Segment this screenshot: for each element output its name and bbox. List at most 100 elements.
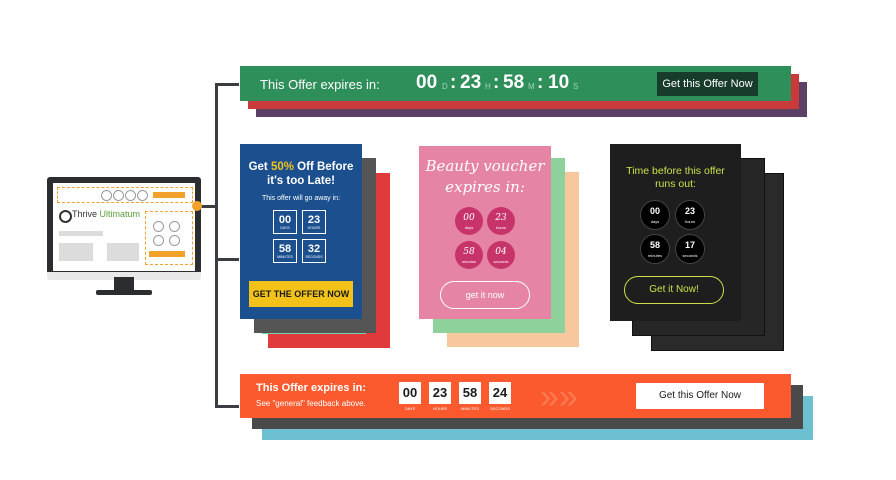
connector-dot bbox=[192, 201, 202, 211]
screen-circle bbox=[101, 190, 112, 201]
top-bar-get-offer-button[interactable]: Get this Offer Now bbox=[657, 72, 758, 96]
screen-circle bbox=[153, 221, 164, 232]
logo-part-thrive: Thrive bbox=[72, 209, 100, 219]
card3-get-it-now-button[interactable]: Get it Now! bbox=[624, 276, 724, 304]
monitor-stand bbox=[114, 277, 134, 291]
card2-title-line2: expires in: bbox=[445, 178, 525, 196]
clock-icon bbox=[59, 210, 72, 223]
bottom-countdown-bar: »» This Offer expires in: See "general" … bbox=[240, 374, 791, 418]
card2-seconds-circle: 04 seconds bbox=[487, 241, 515, 269]
card2-hours-value: 23 bbox=[495, 213, 507, 223]
card3-minutes-label: minutes bbox=[647, 253, 662, 258]
screen-placeholder bbox=[59, 231, 103, 236]
screen-circle bbox=[169, 235, 180, 246]
card3-minutes-value: 58 bbox=[649, 240, 660, 250]
card3-days-circle: 00 days bbox=[640, 200, 670, 230]
top-bar-unit-m: M bbox=[528, 82, 535, 91]
card3-minutes-circle: 58 minutes bbox=[640, 234, 670, 264]
screen-widget-button bbox=[149, 251, 185, 257]
card1-days-value: 00 bbox=[278, 214, 292, 226]
card2-days-circle: 00 days bbox=[455, 207, 483, 235]
bottom-bar-get-offer-button[interactable]: Get this Offer Now bbox=[636, 383, 764, 409]
top-bar-unit-s: S bbox=[573, 82, 579, 91]
connector-monitor bbox=[201, 205, 215, 208]
monitor-screen bbox=[53, 183, 195, 271]
card2-hours-circle: 23 hours bbox=[487, 207, 515, 235]
bottom-bar-hours-label: HOURS bbox=[432, 406, 448, 411]
card1-title-post: Off Before it's too Late! bbox=[267, 161, 354, 187]
card2-minutes-circle: 58 minutes bbox=[455, 241, 483, 269]
card2-days-label: days bbox=[464, 225, 474, 230]
card3-days-value: 00 bbox=[649, 206, 660, 216]
card1-subtitle: This offer will go away in: bbox=[261, 195, 341, 202]
bottom-bar-days: 00 bbox=[399, 382, 421, 404]
card2-minutes-value: 58 bbox=[463, 247, 475, 257]
bottom-bar-days-label: DAYS bbox=[404, 406, 416, 411]
top-bar-separator: : bbox=[537, 72, 544, 93]
card2-seconds-label: seconds bbox=[493, 259, 509, 264]
card3-seconds-circle: 17 seconds bbox=[675, 234, 705, 264]
top-bar-unit-h: H bbox=[485, 82, 491, 91]
card1-get-offer-button[interactable]: GET THE OFFER NOW bbox=[249, 281, 353, 307]
card1-days-label: DAYS bbox=[280, 226, 290, 230]
card1-minutes-value: 58 bbox=[278, 243, 292, 255]
top-bar-separator: : bbox=[493, 72, 500, 93]
card2-title-line1: Beauty voucher bbox=[425, 157, 545, 175]
screen-bar-button bbox=[153, 192, 185, 198]
card1-hours-label: HOURS bbox=[307, 226, 321, 230]
card3-hours-label: hours bbox=[684, 219, 695, 224]
card2-get-it-now-button[interactable]: get it now bbox=[440, 281, 530, 309]
screen-top-bar bbox=[57, 187, 193, 203]
chevrons-decoration: »» bbox=[540, 378, 578, 416]
card1-minutes-label: MINUTES bbox=[277, 255, 293, 259]
card2-hours-label: hours bbox=[495, 225, 506, 230]
card3-seconds-label: seconds bbox=[682, 253, 698, 258]
top-bar-seconds: 10 bbox=[548, 72, 570, 93]
card1-title: Get 50% Off Before it's too Late! bbox=[244, 160, 358, 188]
card2-days-value: 00 bbox=[463, 213, 475, 223]
countdown-card-blue: Get 50% Off Before it's too Late! This o… bbox=[240, 144, 362, 319]
top-bar-separator: : bbox=[450, 72, 457, 93]
screen-circle bbox=[153, 235, 164, 246]
bottom-bar-minutes: 58 bbox=[459, 382, 481, 404]
screen-circle bbox=[125, 190, 136, 201]
card3-title-line2: runs out: bbox=[655, 178, 696, 190]
card3-title-line1: Time before this offer bbox=[626, 165, 725, 177]
card1-hours-value: 23 bbox=[307, 214, 321, 226]
screen-circle bbox=[137, 190, 148, 201]
screen-placeholder bbox=[59, 243, 93, 261]
monitor-base bbox=[96, 290, 152, 295]
card2-title: Beauty voucher expires in: bbox=[419, 156, 551, 198]
screen-placeholder bbox=[107, 243, 139, 261]
card2-minutes-label: minutes bbox=[461, 259, 476, 264]
card1-title-highlight: 50% bbox=[270, 161, 294, 173]
screen-circle bbox=[113, 190, 124, 201]
card1-seconds-value: 32 bbox=[307, 243, 321, 255]
screen-widget-box bbox=[145, 211, 193, 265]
card2-seconds-value: 04 bbox=[495, 247, 507, 257]
countdown-card-pink: Beauty voucher expires in: 00 days 23 hours… bbox=[419, 146, 551, 319]
top-bar-minutes: 58 bbox=[503, 72, 525, 93]
connector-top bbox=[215, 83, 239, 86]
bottom-bar-title: This Offer expires in: bbox=[256, 382, 367, 394]
bottom-bar-subtitle: See "general" feedback above. bbox=[256, 399, 366, 408]
top-bar-days: 00 bbox=[416, 72, 438, 93]
top-bar-unit-d: D bbox=[442, 82, 448, 91]
card3-seconds-value: 17 bbox=[684, 240, 695, 250]
monitor-chin bbox=[47, 272, 201, 280]
connector-bottom bbox=[215, 405, 239, 408]
card3-days-label: days bbox=[650, 219, 660, 224]
bottom-bar-hours: 23 bbox=[429, 382, 451, 404]
top-bar-hours: 23 bbox=[460, 72, 482, 93]
card1-title-pre: Get bbox=[248, 161, 271, 173]
bottom-bar-seconds-label: SECONDS bbox=[490, 406, 510, 411]
screen-circle bbox=[169, 221, 180, 232]
connector-vertical bbox=[215, 83, 218, 408]
